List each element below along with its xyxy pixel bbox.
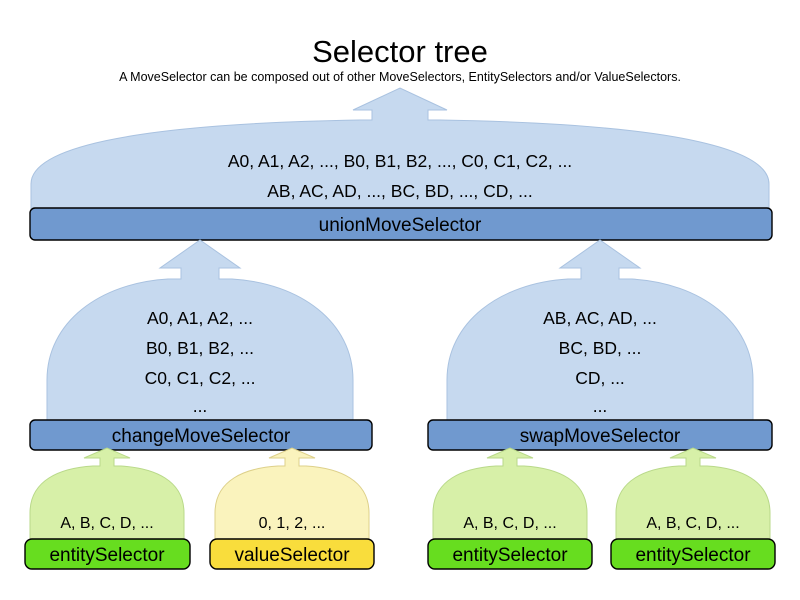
swap-dome-shape: [446, 239, 754, 422]
union-content-line-1: A0, A1, A2, ..., B0, B1, B2, ..., C0, C1…: [228, 151, 572, 171]
node-leaf-entity-selector-2[interactable]: A, B, C, D, ... entitySelector: [427, 447, 593, 570]
leaf-entity-3-dome-shape: [615, 447, 771, 541]
leaf-value-1-content-line-1: 0, 1, 2, ...: [259, 515, 326, 532]
node-leaf-entity-selector-3[interactable]: A, B, C, D, ... entitySelector: [610, 447, 776, 570]
leaf-entity-2-label: entitySelector: [452, 545, 568, 566]
leaf-entity-3-label-bar[interactable]: [610, 538, 776, 570]
change-content-line-1: A0, A1, A2, ...: [147, 308, 253, 328]
change-content-line-2: B0, B1, B2, ...: [146, 338, 254, 358]
leaf-entity-3-content-line-1: A, B, C, D, ...: [646, 515, 739, 532]
node-change-move-selector[interactable]: A0, A1, A2, ... B0, B1, B2, ... C0, C1, …: [29, 239, 373, 451]
union-label: unionMoveSelector: [319, 215, 482, 236]
leaf-entity-1-label-bar[interactable]: [24, 538, 191, 570]
leaf-entity-3-label: entitySelector: [635, 545, 751, 566]
leaf-entity-2-content-line-1: A, B, C, D, ...: [463, 515, 556, 532]
leaf-entity-1-label: entitySelector: [49, 545, 165, 566]
leaf-value-1-dome-shape: [214, 447, 370, 541]
swap-content-line-3: CD, ...: [575, 368, 625, 388]
leaf-entity-2-label-bar[interactable]: [427, 538, 593, 570]
change-content-line-3: C0, C1, C2, ...: [145, 368, 256, 388]
change-label-bar[interactable]: [29, 419, 373, 451]
node-leaf-entity-selector-1[interactable]: A, B, C, D, ... entitySelector: [24, 447, 191, 570]
swap-label: swapMoveSelector: [520, 426, 681, 447]
node-union-move-selector[interactable]: A0, A1, A2, ..., B0, B1, B2, ..., C0, C1…: [29, 87, 773, 241]
leaf-entity-2-dome-shape: [432, 447, 588, 541]
leaf-entity-1-dome-shape: [29, 447, 185, 541]
union-label-bar[interactable]: [29, 207, 773, 241]
union-dome-shape: [30, 87, 770, 210]
node-swap-move-selector[interactable]: AB, AC, AD, ... BC, BD, ... CD, ... ... …: [427, 239, 773, 451]
swap-label-bar[interactable]: [427, 419, 773, 451]
swap-content-line-2: BC, BD, ...: [559, 338, 642, 358]
page-title: Selector tree: [312, 34, 488, 69]
change-dome-shape: [46, 239, 354, 422]
page-subtitle: A MoveSelector can be composed out of ot…: [119, 70, 681, 84]
change-content-line-4: ...: [193, 396, 208, 416]
union-content-line-2: AB, AC, AD, ..., BC, BD, ..., CD, ...: [267, 181, 532, 201]
leaf-value-1-label-bar[interactable]: [209, 538, 375, 570]
change-label: changeMoveSelector: [112, 426, 291, 447]
node-leaf-value-selector-1[interactable]: 0, 1, 2, ... valueSelector: [209, 447, 375, 570]
swap-content-line-1: AB, AC, AD, ...: [543, 308, 657, 328]
swap-content-line-4: ...: [593, 396, 608, 416]
leaf-value-1-label: valueSelector: [234, 545, 350, 566]
leaf-entity-1-content-line-1: A, B, C, D, ...: [60, 515, 153, 532]
